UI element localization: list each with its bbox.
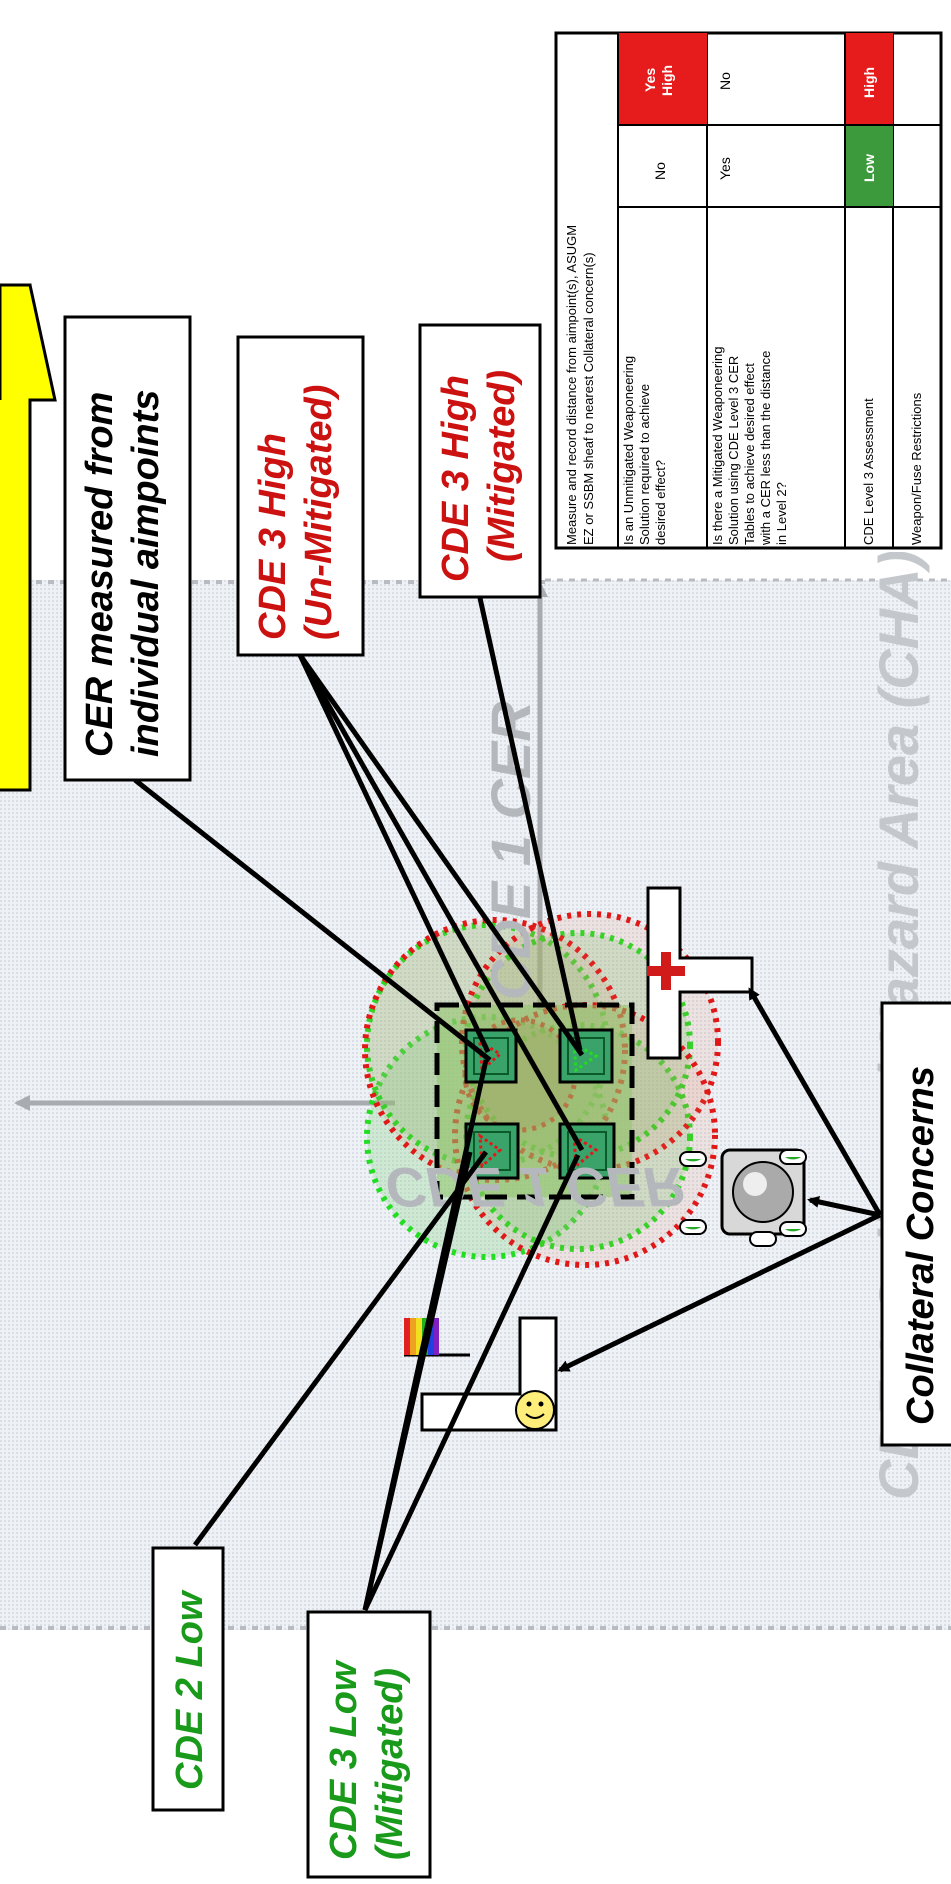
row1-col1: No [652, 162, 668, 180]
row2-question-line5: in Level 2? [774, 482, 789, 545]
collateral-concerns-text: Collateral Concerns [900, 1066, 942, 1425]
table-header-line2: EZ or SSBM sheaf to nearest Collateral c… [581, 252, 596, 545]
aimpoint-marker-icon [464, 1122, 520, 1180]
row2-col2: No [717, 72, 733, 90]
svg-text:CDE 3 High(Mitigated): CDE 3 High(Mitigated) [435, 370, 523, 582]
row1-col2-line1: Yes [642, 68, 658, 92]
cde2-low-text: CDE 2 Low [169, 1589, 211, 1790]
svg-text:CDE 3 High(Un-Mitigated): CDE 3 High(Un-Mitigated) [252, 385, 340, 640]
cde3-high-unmitigated-line2: (Un-Mitigated) [298, 385, 340, 640]
cde3-high-unmitigated-label: CDE 3 High(Un-Mitigated) [236, 335, 365, 657]
cde3-high-mitigated-line2: (Mitigated) [481, 370, 523, 562]
aimpoint-marker-icon [558, 1122, 616, 1180]
row3-col1: Low [861, 154, 877, 182]
row3-col2: High [861, 67, 877, 98]
row2-question-line3: Tables to achieve desired effect [742, 363, 757, 545]
yellow-arrow-icon [0, 283, 57, 792]
aimpoint-marker-icon [464, 1028, 518, 1084]
row1-col2-line2: High [659, 65, 675, 96]
row1-question-line3: desired effect? [653, 460, 668, 545]
collateral-arrows [557, 987, 883, 1373]
svg-text:Measure and record distance fr: Measure and record distance from aimpoin… [564, 225, 596, 545]
cde3-low-mitigated-label: CDE 3 Low(Mitigated) [306, 1610, 432, 1879]
leader-lines [133, 597, 585, 1612]
cde3-high-mitigated-line1: CDE 3 High [435, 375, 477, 582]
row4-question: Weapon/Fuse Restrictions [909, 392, 924, 545]
cde3-high-unmitigated-line1: CDE 3 High [252, 433, 294, 640]
row3-question: CDE Level 3 Assessment [861, 398, 876, 545]
row2-col1: Yes [717, 157, 733, 180]
cde1-cer-watermark-mirrored: CDE 1 CER [385, 1156, 684, 1219]
cde2-low-label: CDE 2 Low [151, 1546, 225, 1812]
row1-question-line2: Solution required to achieve [637, 384, 652, 545]
cde3-low-mitigated-line2: (Mitigated) [369, 1668, 411, 1860]
mosque-dome-icon [679, 1148, 807, 1247]
row1-question-line1: Is an Unmitigated Weaponeering [621, 356, 636, 545]
cde3-low-mitigated-line1: CDE 3 Low [323, 1659, 365, 1860]
smiley-face-icon [420, 1316, 558, 1432]
collateral-concerns-label: Collateral Concerns [880, 1001, 951, 1447]
cde-decision-table: Measure and record distance from aimpoin… [554, 31, 947, 552]
table-header-line1: Measure and record distance from aimpoin… [564, 225, 579, 545]
svg-text:CDE 3 Low(Mitigated): CDE 3 Low(Mitigated) [323, 1659, 411, 1860]
svg-text:Is an Unmitigated Weaponeering: Is an Unmitigated WeaponeeringSolution r… [621, 356, 668, 545]
row2-question-line2: Solution using CDE Level 3 CER [726, 356, 741, 545]
row2-question-line1: Is there a Mitigated Weaponeering [710, 347, 725, 546]
cde3-high-mitigated-label: CDE 3 High(Mitigated) [418, 323, 542, 599]
svg-text:Is there a Mitigated Weaponeer: Is there a Mitigated WeaponeeringSolutio… [710, 347, 789, 547]
row2-question-line4: with a CER less than the distance [758, 351, 773, 546]
cer-measured-line1: CER measured from [79, 392, 121, 757]
svg-text:YesHigh: YesHigh [642, 65, 675, 96]
cer-measured-line2: individual aimpoints [125, 390, 167, 757]
